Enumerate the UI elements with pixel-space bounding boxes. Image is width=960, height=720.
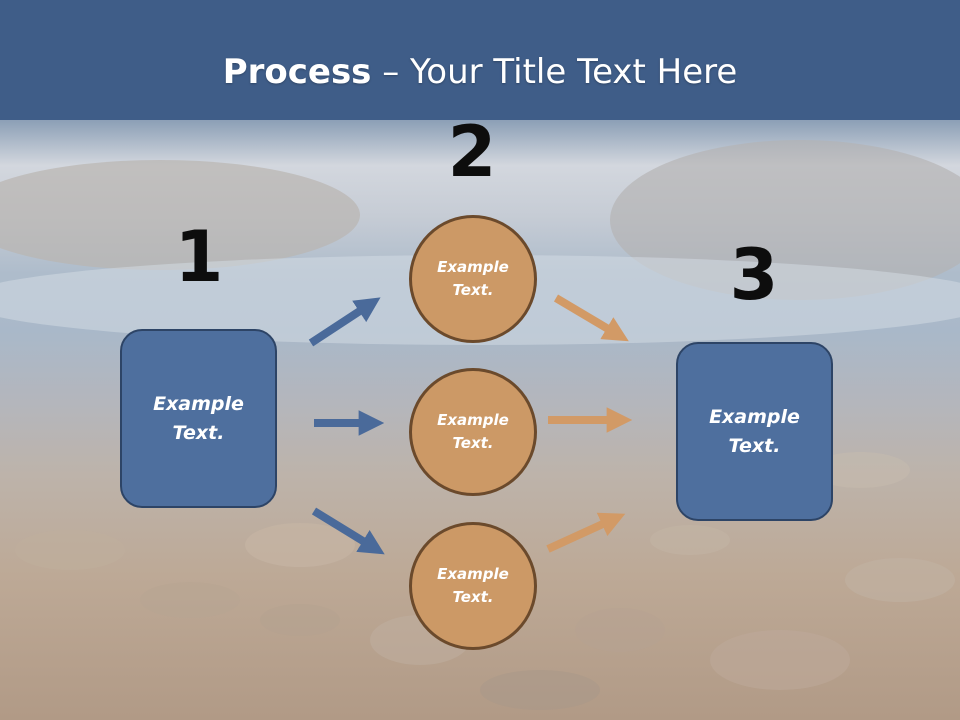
circle-middle-text: Example Text. — [437, 411, 509, 452]
step2-circle-middle: Example Text. — [409, 368, 537, 496]
circle-top-text: Example Text. — [437, 258, 509, 299]
step2-circle-bottom: Example Text. — [409, 522, 537, 650]
arrow-orange-up-right — [546, 512, 626, 553]
title-bold: Process — [222, 52, 372, 92]
step-number-1: 1 — [174, 216, 224, 298]
step1-text: Example Text. — [153, 392, 244, 444]
arrow-blue-down-right — [311, 507, 385, 555]
step2-circle-top: Example Text. — [409, 215, 537, 343]
step-number-3: 3 — [729, 234, 779, 316]
circle-bottom-text: Example Text. — [437, 565, 509, 606]
step-number-2: 2 — [447, 111, 497, 193]
step1-box: Example Text. — [120, 329, 277, 508]
step3-text: Example Text. — [709, 405, 800, 457]
arrow-orange-down-right — [553, 294, 629, 342]
slide-title: Process – Your Title Text Here — [0, 52, 960, 92]
title-rest: – Your Title Text Here — [371, 52, 738, 92]
arrow-blue-up-right — [308, 297, 381, 347]
step3-box: Example Text. — [676, 342, 833, 521]
